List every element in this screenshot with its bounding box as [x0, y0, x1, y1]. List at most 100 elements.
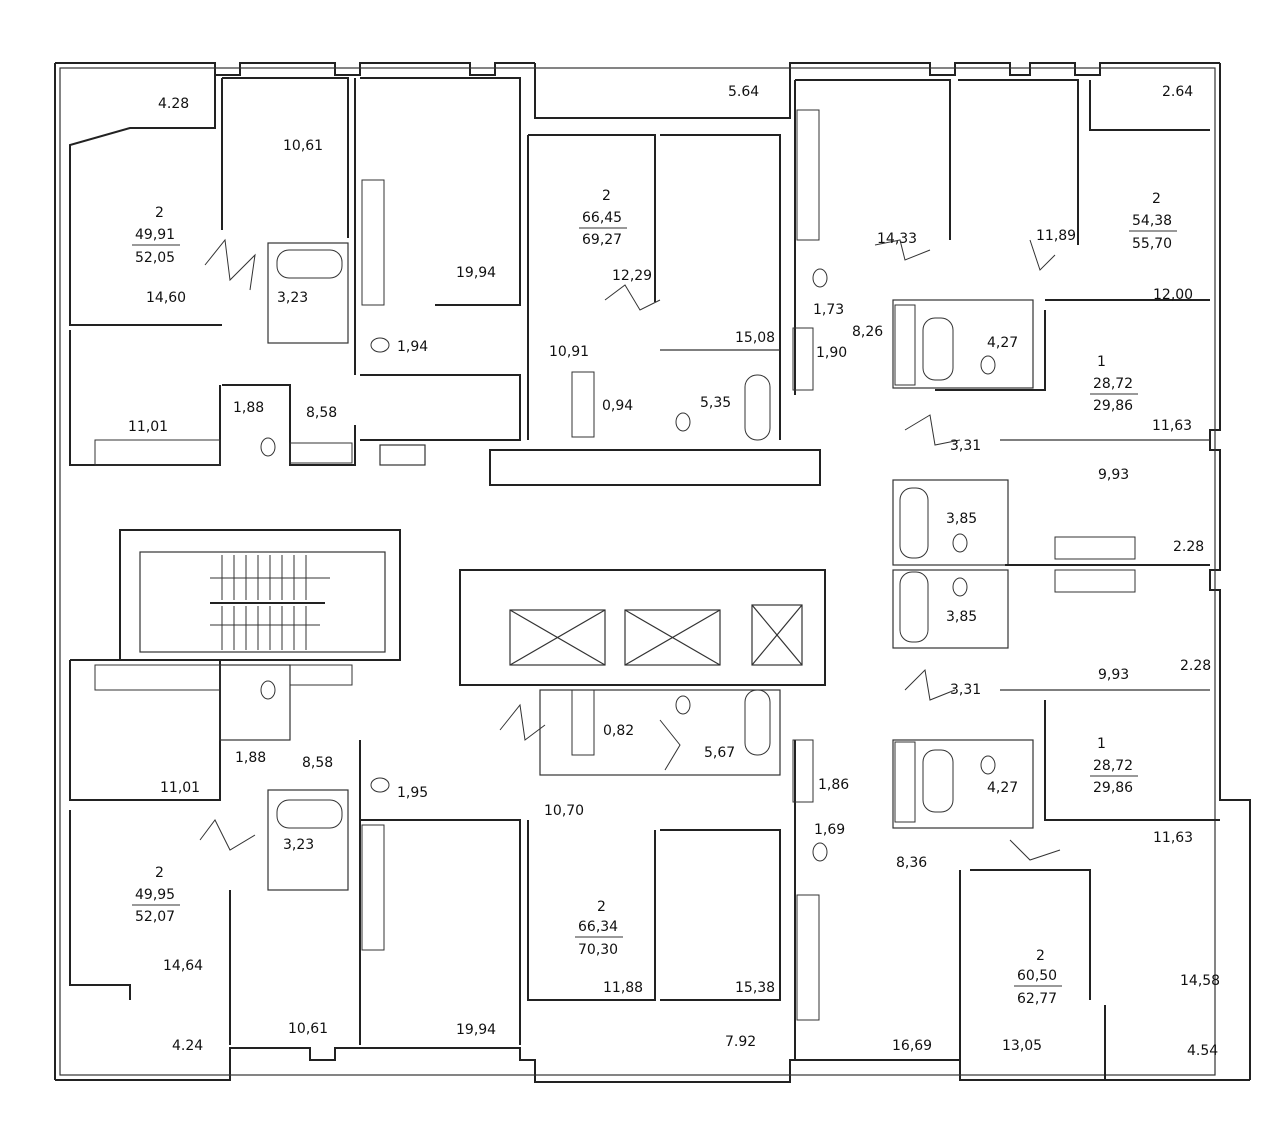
bathtub-icon: [899, 571, 929, 643]
apartment-rooms: 2: [155, 205, 164, 221]
kitchen-counter-icon: [796, 894, 820, 1021]
apartment-rooms: 2: [155, 865, 164, 881]
toilet-icon: [812, 268, 828, 288]
area-label: 5.64: [728, 84, 759, 100]
kitchen-counter-icon: [361, 179, 385, 306]
area-label: 14,64: [163, 958, 203, 974]
area-label: 12,29: [612, 268, 652, 284]
apartment-summary: 1 28,72 29,86: [1090, 354, 1138, 414]
area-label: 8,58: [306, 405, 337, 421]
area-label: 19,94: [456, 1022, 496, 1038]
fixtures: [94, 109, 1136, 1021]
kitchen-counter-icon: [94, 664, 221, 691]
area-label: 2.64: [1162, 84, 1193, 100]
area-label: 3,85: [946, 511, 977, 527]
radiator-icon: [792, 327, 814, 391]
apartment-living-area: 49,91: [135, 227, 175, 243]
area-label: 4.54: [1187, 1043, 1218, 1059]
toilet-icon: [675, 695, 691, 715]
toilet-icon: [260, 680, 276, 700]
area-label: 4,27: [987, 335, 1018, 351]
apartment-summary: 2 49,95 52,07: [132, 865, 180, 925]
toilet-icon: [980, 755, 996, 775]
area-label: 1,90: [816, 345, 847, 361]
area-label: 19,94: [456, 265, 496, 281]
radiator-icon: [792, 739, 814, 803]
kitchen-counter-icon: [1054, 536, 1136, 560]
area-label: 11,63: [1152, 418, 1192, 434]
area-label: 11,01: [160, 780, 200, 796]
area-label: 8,58: [302, 755, 333, 771]
area-label: 4.28: [158, 96, 189, 112]
bathtub-icon: [744, 689, 771, 756]
area-label: 0,82: [603, 723, 634, 739]
area-label: 10,91: [549, 344, 589, 360]
area-label: 3,23: [283, 837, 314, 853]
apartment-summary: 2 60,50 62,77: [1014, 948, 1062, 1007]
area-label: 11,01: [128, 419, 168, 435]
apartment-summary: 2 66,45 69,27: [579, 188, 627, 248]
apartment-living-area: 60,50: [1017, 968, 1057, 984]
area-label: 10,70: [544, 803, 584, 819]
radiator-icon: [289, 664, 353, 686]
radiator-icon: [894, 304, 916, 386]
apartment-total-area: 29,86: [1093, 398, 1133, 414]
apartment-total-area: 55,70: [1132, 236, 1172, 252]
apartment-living-area: 66,45: [582, 210, 622, 226]
apartment-living-area: 49,95: [135, 887, 175, 903]
area-label: 5,67: [704, 745, 735, 761]
toilet-icon: [260, 437, 276, 457]
apartment-rooms: 1: [1097, 354, 1106, 370]
area-label: 1,94: [397, 339, 428, 355]
apartment-living-area: 66,34: [578, 919, 618, 935]
area-label: 12,00: [1153, 287, 1193, 303]
toilet-icon: [952, 533, 968, 553]
apartment-living-area: 54,38: [1132, 213, 1172, 229]
area-label: 11,88: [603, 980, 643, 996]
area-label: 1,73: [813, 302, 844, 318]
area-label: 15,08: [735, 330, 775, 346]
area-label: 9,93: [1098, 667, 1129, 683]
toilet-icon: [980, 355, 996, 375]
apartment-total-area: 52,07: [135, 909, 175, 925]
radiator-icon: [894, 741, 916, 823]
area-label: 5,35: [700, 395, 731, 411]
area-label: 2.28: [1173, 539, 1204, 555]
kitchen-counter-icon: [361, 824, 385, 951]
apartment-total-area: 62,77: [1017, 991, 1057, 1007]
room-area-labels: 4.28 10,61 14,60 3,23 19,94 1,94 11,01 1…: [128, 84, 1220, 1059]
area-label: 8,26: [852, 324, 883, 340]
apartment-rooms: 2: [597, 899, 606, 915]
apartment-summaries: 2 49,91 52,05 2 66,45 69,27 2 54,38 55,7…: [132, 188, 1177, 1007]
toilet-icon: [952, 577, 968, 597]
apartment-living-area: 28,72: [1093, 758, 1133, 774]
apartment-total-area: 52,05: [135, 250, 175, 266]
area-label: 10,61: [288, 1021, 328, 1037]
area-label: 1,95: [397, 785, 428, 801]
toilet-icon: [370, 337, 390, 353]
door-swings: [199, 238, 1061, 861]
apartment-rooms: 1: [1097, 736, 1106, 752]
outer-walls: [54, 62, 1251, 1083]
apartment-rooms: 2: [1036, 948, 1045, 964]
area-label: 7.92: [725, 1034, 756, 1050]
radiator-icon: [571, 689, 595, 756]
bathtub-icon: [744, 374, 771, 441]
area-label: 4.24: [172, 1038, 203, 1054]
area-label: 2.28: [1180, 658, 1211, 674]
area-label: 3,31: [950, 682, 981, 698]
kitchen-counter-icon: [1054, 569, 1136, 593]
bathtub-icon: [922, 317, 954, 381]
area-label: 8,36: [896, 855, 927, 871]
area-label: 15,38: [735, 980, 775, 996]
kitchen-counter-icon: [796, 109, 820, 241]
apartment-rooms: 2: [602, 188, 611, 204]
apartment-summary: 1 28,72 29,86: [1090, 736, 1138, 796]
kitchen-counter-icon: [94, 439, 221, 466]
area-label: 16,69: [892, 1038, 932, 1054]
radiator-icon: [289, 442, 353, 464]
bathtub-icon: [276, 249, 343, 279]
area-label: 3,31: [950, 438, 981, 454]
area-label: 1,69: [814, 822, 845, 838]
